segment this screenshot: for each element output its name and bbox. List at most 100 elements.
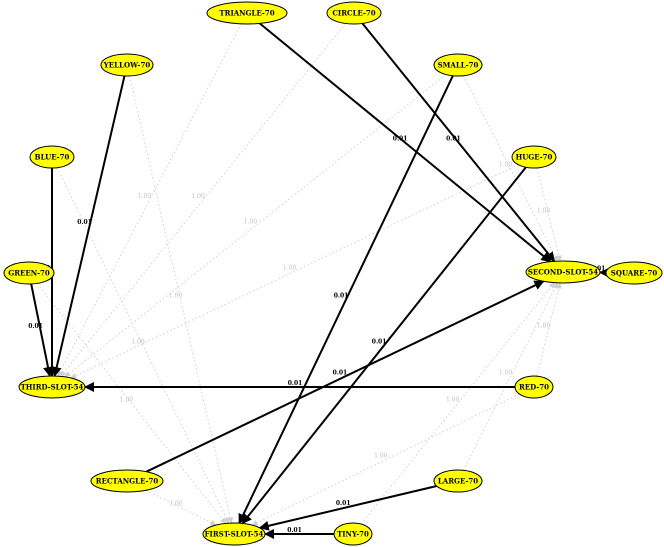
weak-edge-label: 1.00 bbox=[169, 501, 183, 508]
strong-edge-yellow-third: 0.01 bbox=[51, 75, 126, 377]
node-label: TRIANGLE-70 bbox=[219, 9, 274, 18]
strong-edge-huge-first: 0.01 bbox=[241, 166, 527, 525]
weak-edge-label: 1.00 bbox=[244, 219, 258, 226]
node-ellipse bbox=[100, 53, 154, 77]
weak-edge-label: 1.00 bbox=[537, 208, 551, 215]
strong-edge-tiny-first: 0.01 bbox=[264, 527, 334, 539]
strong-edge-label: 0.01 bbox=[334, 293, 349, 300]
weak-edge-line bbox=[56, 167, 230, 524]
weak-edge-label: 1.00 bbox=[120, 396, 134, 403]
node-ellipse bbox=[202, 522, 266, 546]
weak-edge-huge-third: 1.00 bbox=[70, 164, 519, 379]
node-ellipse bbox=[90, 469, 164, 493]
node-ellipse bbox=[333, 522, 373, 546]
strong-edge-label: 0.01 bbox=[288, 380, 303, 387]
strong-edge-circle-second: 0.01 bbox=[361, 22, 556, 263]
strong-edge-line bbox=[241, 166, 527, 525]
node-large[interactable]: LARGE-70 bbox=[433, 469, 483, 493]
weak-edge-label: 1.00 bbox=[283, 264, 297, 271]
weak-edge-rectangle-first: 1.00 bbox=[145, 489, 217, 526]
strong-edge-line bbox=[238, 75, 454, 525]
strong-edge-line bbox=[51, 75, 126, 377]
weak-edge-blue-first: 1.00 bbox=[56, 167, 230, 524]
node-ellipse bbox=[433, 469, 483, 493]
node-label: THIRD-SLOT-54 bbox=[21, 383, 84, 392]
weak-edge-line bbox=[251, 393, 520, 526]
weak-edge-line bbox=[36, 283, 227, 524]
strong-edge-line bbox=[259, 22, 552, 263]
weak-edge-yellow-first: 1.00 bbox=[129, 75, 234, 524]
weak-edge-large-second: 1.00 bbox=[462, 282, 558, 471]
weak-edge-huge-second: 1.00 bbox=[536, 167, 562, 262]
weak-edge-line bbox=[536, 282, 562, 377]
strong-edge-label: 0.01 bbox=[336, 500, 351, 507]
node-triangle[interactable]: TRIANGLE-70 bbox=[206, 1, 288, 25]
weak-edge-label: 1.00 bbox=[169, 293, 183, 300]
weak-edge-label: 1.00 bbox=[537, 323, 551, 330]
strong-edge-label: 0.01 bbox=[28, 323, 43, 330]
weak-edge-label: 1.00 bbox=[374, 453, 388, 460]
weak-edge-circle-third: 1.00 bbox=[60, 23, 346, 377]
weak-edge-tiny-second: 1.00 bbox=[360, 282, 555, 525]
weak-edge-red-first: 1.00 bbox=[251, 393, 520, 526]
node-circle[interactable]: CIRCLE-70 bbox=[326, 1, 382, 25]
node-small[interactable]: SMALL-70 bbox=[433, 53, 483, 77]
node-label: SECOND-SLOT-54 bbox=[528, 268, 598, 277]
strong-edges-layer: 0.01 0.01 0.01 0.01 0.01 0.01 0.01 0.01 0.01 0.01… bbox=[28, 22, 610, 539]
weak-edge-green-first: 1.00 bbox=[36, 283, 227, 524]
strong-edge-label: 0.01 bbox=[372, 338, 387, 345]
strong-edge-large-first: 0.01 bbox=[258, 485, 437, 531]
node-yellow[interactable]: YELLOW-70 bbox=[100, 53, 154, 77]
node-label: RECTANGLE-70 bbox=[96, 477, 159, 486]
node-green[interactable]: GREEN-70 bbox=[3, 261, 55, 285]
node-ellipse bbox=[18, 375, 86, 399]
strong-edge-triangle-second: 0.01 bbox=[259, 22, 552, 263]
weak-edge-triangle-third: 1.00 bbox=[57, 23, 242, 377]
weak-edge-line bbox=[462, 282, 558, 471]
strong-edge-green-third: 0.01 bbox=[28, 283, 53, 377]
strong-edge-label: 0.01 bbox=[393, 136, 408, 143]
node-ellipse bbox=[605, 261, 663, 285]
strong-edge-small-first: 0.01 bbox=[238, 75, 454, 525]
node-blue[interactable]: BLUE-70 bbox=[29, 145, 75, 169]
node-rectangle[interactable]: RECTANGLE-70 bbox=[90, 469, 164, 493]
node-huge[interactable]: HUGE-70 bbox=[511, 145, 557, 169]
weak-edge-line bbox=[145, 489, 217, 526]
node-ellipse bbox=[514, 375, 554, 399]
strong-edge-label: 0.01 bbox=[446, 135, 461, 142]
strong-edge-label: 0.01 bbox=[333, 370, 348, 377]
node-label: GREEN-70 bbox=[8, 269, 50, 278]
weak-edge-small-third: 1.00 bbox=[64, 74, 447, 378]
node-label: RED-70 bbox=[519, 383, 549, 392]
node-label: LARGE-70 bbox=[438, 477, 478, 486]
weak-edge-small-second: 1.00 bbox=[462, 75, 558, 262]
node-ellipse bbox=[511, 145, 557, 169]
node-ellipse bbox=[29, 145, 75, 169]
node-red[interactable]: RED-70 bbox=[514, 375, 554, 399]
strong-edge-red-third: 0.01 bbox=[84, 380, 515, 392]
node-label: BLUE-70 bbox=[35, 153, 70, 162]
weak-edge-red-second: 1.00 bbox=[536, 282, 562, 377]
node-label: YELLOW-70 bbox=[103, 61, 151, 70]
node-label: SQUARE-70 bbox=[611, 269, 658, 278]
node-ellipse bbox=[433, 53, 483, 77]
node-second[interactable]: SECOND-SLOT-54 bbox=[525, 260, 601, 284]
node-first[interactable]: FIRST-SLOT-54 bbox=[202, 522, 266, 546]
weak-edge-label: 1.00 bbox=[191, 193, 205, 200]
strong-edge-line bbox=[30, 283, 53, 377]
weak-edge-line bbox=[57, 23, 242, 377]
node-tiny[interactable]: TINY-70 bbox=[333, 522, 373, 546]
weak-edge-label: 1.00 bbox=[499, 370, 513, 377]
weak-edge-label: 1.00 bbox=[138, 193, 152, 200]
node-label: FIRST-SLOT-54 bbox=[205, 530, 264, 539]
node-label: TINY-70 bbox=[337, 530, 369, 539]
weak-edges-layer: 1.00 1.00 1.00 1.00 1.00 1.00 1.00 1.00 1.00 1.00… bbox=[36, 23, 562, 526]
node-square[interactable]: SQUARE-70 bbox=[605, 261, 663, 285]
strong-edge-line bbox=[145, 280, 545, 473]
node-ellipse bbox=[3, 261, 55, 285]
node-label: SMALL-70 bbox=[438, 61, 479, 70]
node-third[interactable]: THIRD-SLOT-54 bbox=[18, 375, 86, 399]
strong-edge-rectangle-second: 0.01 bbox=[145, 280, 545, 473]
